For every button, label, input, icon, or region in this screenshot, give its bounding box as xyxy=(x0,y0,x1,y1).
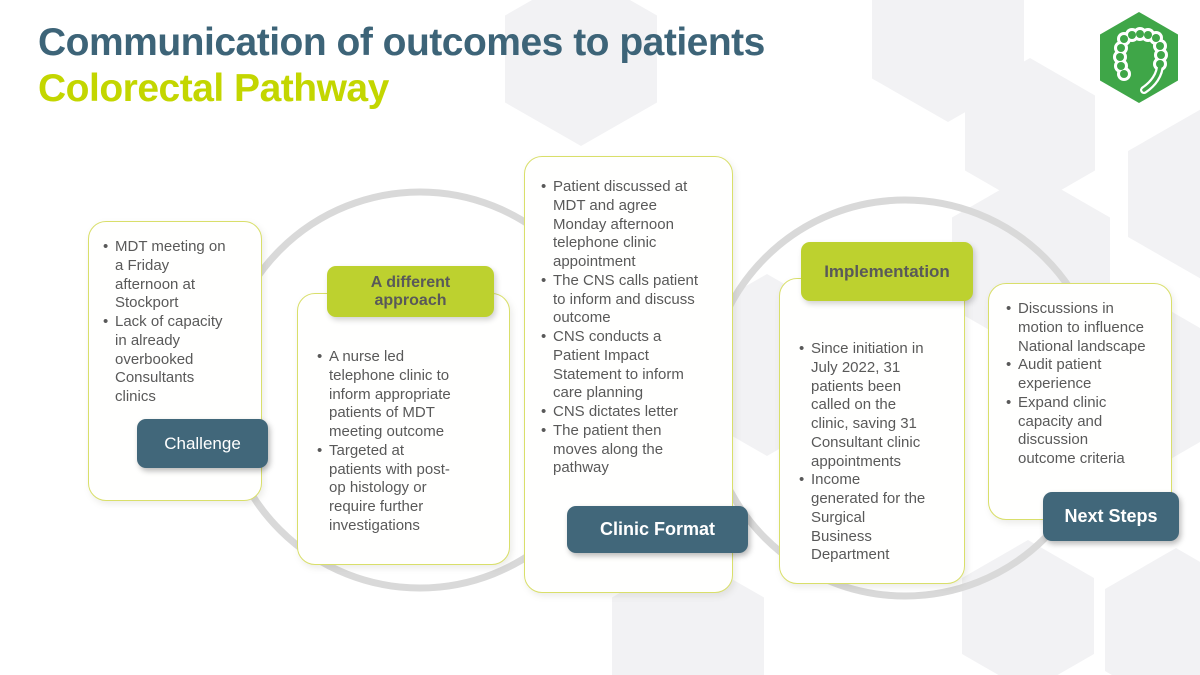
bullet-item: Lack of capacity in already overbooked C… xyxy=(102,313,234,407)
bullet-list: Discussions in motion to influence Natio… xyxy=(1005,300,1171,469)
stage-card-implementation: Since initiation in July 2022, 31 patien… xyxy=(779,278,965,584)
page-title: Communication of outcomes to patients Co… xyxy=(38,20,765,111)
bullet-item: The patient then moves along the pathway xyxy=(540,422,700,478)
logo-hexagon-badge xyxy=(1097,11,1181,105)
clinic-format-label: Clinic Format xyxy=(567,506,748,553)
challenge-label: Challenge xyxy=(137,419,268,468)
bullet-item: Patient discussed at MDT and agree Monda… xyxy=(540,178,700,272)
stage-card-next-steps: Discussions in motion to influence Natio… xyxy=(988,283,1172,520)
bullet-item: Income generated for the Surgical Busine… xyxy=(798,471,930,565)
bullet-item: Since initiation in July 2022, 31 patien… xyxy=(798,340,930,471)
bullet-item: Audit patient experience xyxy=(1005,356,1148,394)
colon-icon xyxy=(1100,12,1178,103)
slide-title-line1: Communication of outcomes to patients xyxy=(38,21,765,64)
bullet-item: The CNS calls patient to inform and disc… xyxy=(540,272,700,328)
bullet-item: Expand clinic capacity and discussion ou… xyxy=(1005,394,1148,469)
bullet-item: A nurse led telephone clinic to inform a… xyxy=(316,348,456,442)
bullet-item: CNS dictates letter xyxy=(540,403,700,422)
bullet-list: Since initiation in July 2022, 31 patien… xyxy=(798,340,964,565)
stage-card-different-approach: A nurse led telephone clinic to inform a… xyxy=(297,293,510,565)
slide-title-line2: Colorectal Pathway xyxy=(38,66,389,110)
bullet-item: Discussions in motion to influence Natio… xyxy=(1005,300,1148,356)
bullet-list: MDT meeting on a Friday afternoon at Sto… xyxy=(102,238,261,407)
bullet-item: Targeted at patients with post-op histol… xyxy=(316,442,456,536)
bullet-item: CNS conducts a Patient Impact Statement … xyxy=(540,328,700,403)
bullet-list: A nurse led telephone clinic to inform a… xyxy=(316,348,509,536)
next-steps-label: Next Steps xyxy=(1043,492,1179,541)
bullet-item: MDT meeting on a Friday afternoon at Sto… xyxy=(102,238,234,313)
implementation-label: Implementation xyxy=(801,242,973,301)
bullet-list: Patient discussed at MDT and agree Monda… xyxy=(540,178,732,478)
different-approach-label: A different approach xyxy=(327,266,494,317)
